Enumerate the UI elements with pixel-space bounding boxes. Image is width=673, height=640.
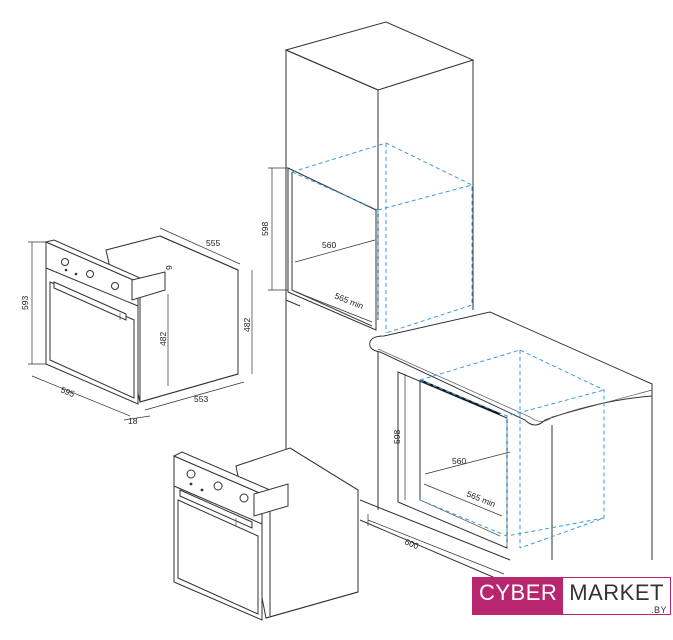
column-height-label: 598	[260, 222, 270, 236]
panel-thickness-label: 9	[164, 265, 174, 270]
knob-icon	[61, 258, 69, 266]
oven-depth-top-label: 555	[206, 238, 220, 248]
counter-width-label: 560	[452, 456, 466, 466]
counter-cabinet	[359, 311, 653, 581]
column-niche-outline	[291, 142, 473, 334]
counter-niche-outline	[419, 349, 605, 549]
oven-height-label: 593	[20, 296, 30, 310]
body-height-side-label: 482	[242, 318, 252, 332]
knob-icon	[213, 481, 223, 491]
column-width-label: 560	[322, 240, 336, 250]
knob-icon	[186, 469, 196, 479]
counter-depth-label: 565 min	[465, 489, 497, 510]
oven-width-label: 595	[59, 385, 76, 400]
knob-icon	[111, 282, 119, 290]
knob-icon	[239, 493, 249, 503]
front-protrusion-label: 18	[128, 416, 138, 426]
oven-foreground	[172, 447, 359, 621]
body-depth-label: 553	[194, 394, 208, 404]
column-depth-label: 565 min	[333, 291, 365, 312]
logo-market-text: MARKET .BY	[563, 578, 670, 615]
column-niche-dimensions: 598 560 565 min	[260, 167, 376, 323]
logo-market-word: MARKET	[569, 580, 664, 605]
oven-dimension-drawing: 593 595 555 9 482 482 553 18	[20, 227, 253, 426]
logo-by-suffix: .BY	[650, 605, 667, 615]
counter-depth-600-label: 600	[403, 537, 420, 552]
body-height-inner-label: 482	[158, 332, 168, 346]
counter-height-label: 598	[392, 430, 402, 444]
knob-icon	[86, 270, 94, 278]
cybermarket-logo: CYBER MARKET .BY	[472, 577, 671, 615]
counter-niche-dimensions: 598 560 565 min 600	[367, 374, 511, 575]
logo-cyber-text: CYBER	[473, 578, 564, 614]
tall-column-cabinet	[284, 21, 475, 500]
